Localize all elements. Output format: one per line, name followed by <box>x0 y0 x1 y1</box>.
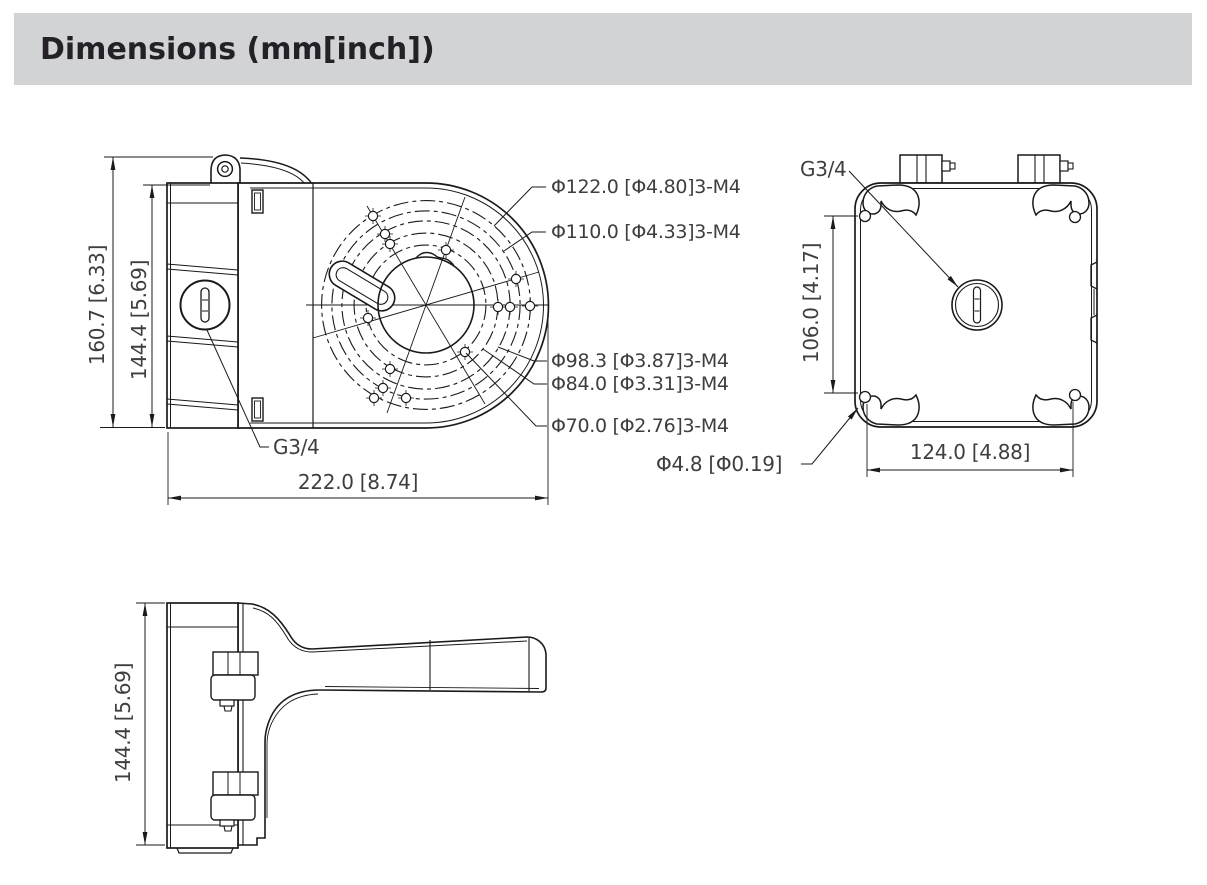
central-opening <box>377 256 475 354</box>
dim-box-height: 106.0 [4.17] <box>799 243 823 363</box>
dim-box-width: 124.0 [4.88] <box>910 440 1030 464</box>
mounting-eyelet <box>210 154 313 185</box>
thread-label: G3/4 <box>273 435 320 459</box>
leader-hole <box>801 407 859 465</box>
side-view: 144.4 [5.69] <box>111 602 547 854</box>
page-title: Dimensions (mm[inch]) <box>40 32 435 67</box>
side-view-dimensions: 144.4 [5.69] <box>111 602 165 846</box>
eyelet-ring <box>216 160 234 178</box>
callout-122: Φ122.0 [Φ4.80]3-M4 <box>551 176 741 198</box>
callout-70: Φ70.0 [Φ2.76]3-M4 <box>551 415 729 437</box>
wall-plate <box>166 182 264 429</box>
bracket-head <box>237 182 550 429</box>
callout-84: Φ84.0 [Φ3.31]3-M4 <box>551 373 729 395</box>
conduit-hole-back <box>951 279 1003 331</box>
section-title-bar: Dimensions (mm[inch]) <box>14 13 1192 85</box>
side-clip <box>1090 261 1098 344</box>
dim-height-outer: 160.7 [6.33] <box>85 245 109 365</box>
front-view-dimensions: 160.7 [6.33] 144.4 [5.69] 222.0 [8.74] G… <box>85 156 741 505</box>
leader-thread-back <box>848 170 959 288</box>
cable-glands <box>899 154 1074 184</box>
dim-side-height: 144.4 [5.69] <box>111 663 135 783</box>
corner-screw-holes <box>858 209 1082 404</box>
thread-label-back: G3/4 <box>800 157 847 181</box>
cable-gland <box>899 154 956 184</box>
front-view: 160.7 [6.33] 144.4 [5.69] 222.0 [8.74] G… <box>85 154 741 505</box>
alignment-notch <box>415 251 455 267</box>
back-view: G3/4 106.0 [4.17] 124.0 [4.88] Φ4.8 [Φ0.… <box>656 154 1098 477</box>
back-view-dimensions: G3/4 106.0 [4.17] 124.0 [4.88] Φ4.8 [Φ0.… <box>656 157 1074 477</box>
hole-callout: Φ4.8 [Φ0.19] <box>656 452 782 476</box>
arm-outline <box>237 602 547 846</box>
mount-clamp <box>210 651 259 712</box>
dim-height-inner: 144.4 [5.69] <box>127 260 151 380</box>
leader-thread <box>206 329 269 448</box>
bolt-circle-callouts: Φ122.0 [Φ4.80]3-M4 Φ110.0 [Φ4.33]3-M4 Φ9… <box>465 176 741 437</box>
callout-98: Φ98.3 [Φ3.87]3-M4 <box>551 350 729 372</box>
plate-foot <box>176 847 234 854</box>
callout-110: Φ110.0 [Φ4.33]3-M4 <box>551 221 741 243</box>
mount-clamp <box>210 771 259 832</box>
dim-width: 222.0 [8.74] <box>298 470 418 494</box>
cable-gland <box>1017 154 1074 184</box>
hinge-pins <box>251 189 264 422</box>
junction-box-inner-outline <box>860 188 1092 422</box>
